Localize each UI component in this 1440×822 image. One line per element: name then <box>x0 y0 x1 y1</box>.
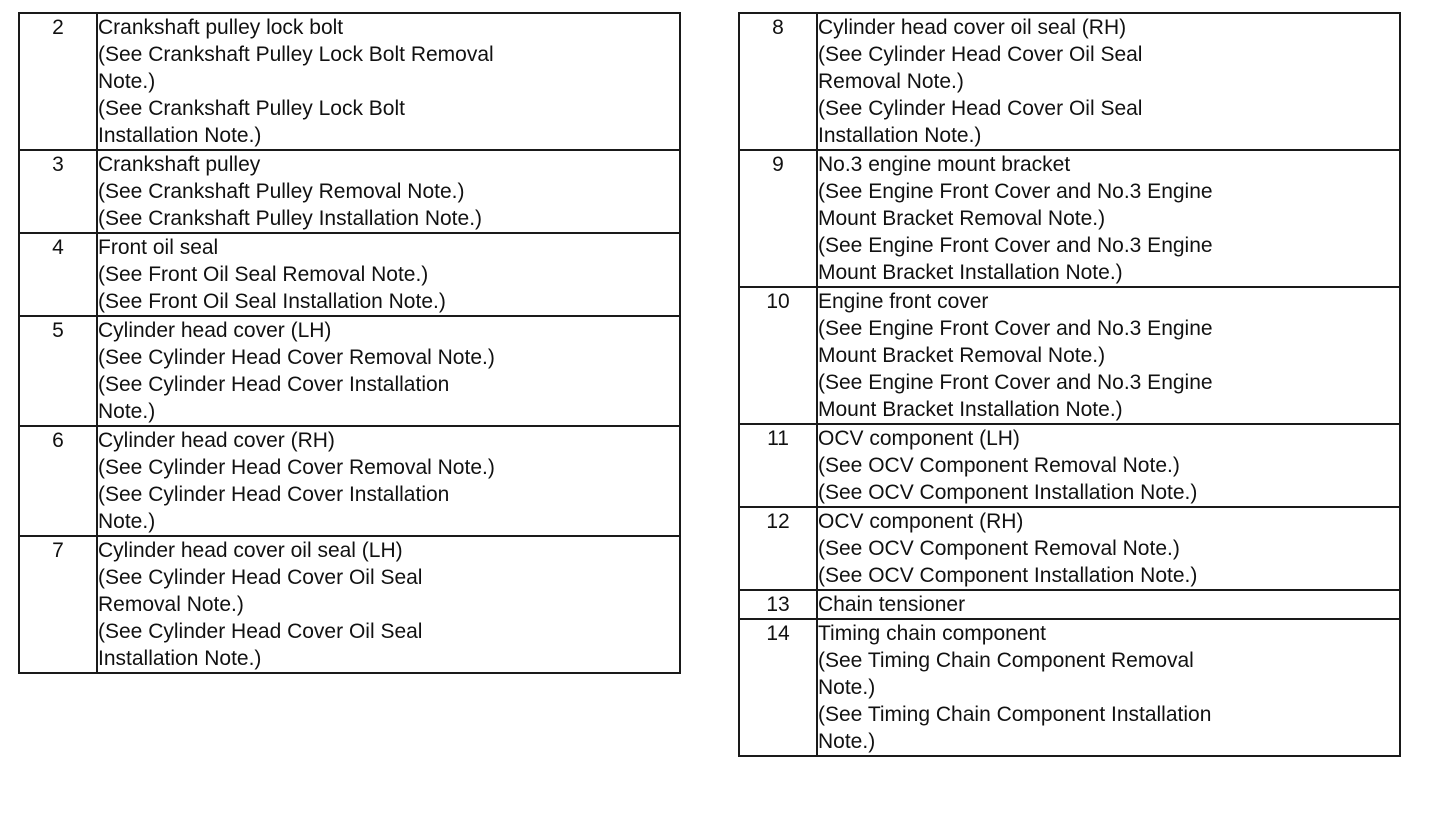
part-name: Engine front cover <box>818 290 989 313</box>
part-name: No.3 engine mount bracket <box>818 153 1071 176</box>
part-name: Cylinder head cover (RH) <box>98 429 335 452</box>
procedure-note: Removal Note.) <box>98 593 244 616</box>
procedure-note: (See OCV Component Removal Note.) <box>818 537 1180 560</box>
procedure-note: Removal Note.) <box>818 70 964 93</box>
procedure-note: (See Cylinder Head Cover Installation <box>98 373 450 396</box>
procedure-note: Note.) <box>818 730 876 753</box>
procedure-note: (See Crankshaft Pulley Installation Note… <box>98 207 483 230</box>
item-description: Cylinder head cover (RH) (See Cylinder He… <box>96 425 681 537</box>
item-description: Crankshaft pulley lock bolt (See Cranksha… <box>96 12 681 151</box>
part-name: Timing chain component <box>818 622 1047 645</box>
part-name: OCV component (RH) <box>818 510 1024 533</box>
part-name: OCV component (LH) <box>818 427 1020 450</box>
item-number: 8 <box>738 12 818 151</box>
procedure-note: (See Front Oil Seal Installation Note.) <box>98 290 446 313</box>
item-number: 9 <box>738 149 818 288</box>
part-name: Crankshaft pulley lock bolt <box>98 16 344 39</box>
procedure-note: Installation Note.) <box>98 124 262 147</box>
procedure-note: (See Cylinder Head Cover Installation <box>98 483 450 506</box>
procedure-note: Note.) <box>98 400 156 423</box>
item-description: No.3 engine mount bracket (See Engine Fro… <box>816 149 1401 288</box>
part-name: Front oil seal <box>98 236 219 259</box>
procedure-note: (See Crankshaft Pulley Lock Bolt Removal <box>98 43 494 66</box>
item-number: 11 <box>738 423 818 508</box>
item-number: 2 <box>18 12 98 151</box>
procedure-note: (See Engine Front Cover and No.3 Engine <box>818 317 1213 340</box>
item-number: 12 <box>738 506 818 591</box>
procedure-note: (See Cylinder Head Cover Removal Note.) <box>98 456 495 479</box>
item-description: Timing chain component (See Timing Chain … <box>816 618 1401 757</box>
item-description: Chain tensioner <box>816 589 1401 620</box>
procedure-note: (See Timing Chain Component Installation <box>818 703 1212 726</box>
item-description: Cylinder head cover oil seal (RH) (See Cy… <box>816 12 1401 151</box>
procedure-note: (See Cylinder Head Cover Oil Seal <box>98 566 423 589</box>
item-number: 6 <box>18 425 98 537</box>
procedure-note: (See Cylinder Head Cover Oil Seal <box>818 97 1143 120</box>
procedure-note: Mount Bracket Installation Note.) <box>818 398 1123 421</box>
part-name: Crankshaft pulley <box>98 153 261 176</box>
item-description: OCV component (LH) (See OCV Component Rem… <box>816 423 1401 508</box>
procedure-note: (See Engine Front Cover and No.3 Engine <box>818 234 1213 257</box>
item-description: Engine front cover (See Engine Front Cove… <box>816 286 1401 425</box>
part-name: Chain tensioner <box>818 593 966 616</box>
procedure-note: (See Front Oil Seal Removal Note.) <box>98 263 429 286</box>
procedure-note: Mount Bracket Installation Note.) <box>818 261 1123 284</box>
item-number: 10 <box>738 286 818 425</box>
procedure-note: (See Cylinder Head Cover Removal Note.) <box>98 346 495 369</box>
item-description: Cylinder head cover (LH) (See Cylinder He… <box>96 315 681 427</box>
part-name: Cylinder head cover (LH) <box>98 319 332 342</box>
item-number: 3 <box>18 149 98 234</box>
procedure-note: Installation Note.) <box>98 647 262 670</box>
procedure-note: Mount Bracket Removal Note.) <box>818 344 1106 367</box>
part-name: Cylinder head cover oil seal (RH) <box>818 16 1127 39</box>
part-name: Cylinder head cover oil seal (LH) <box>98 539 403 562</box>
procedure-note: (See Timing Chain Component Removal <box>818 649 1194 672</box>
item-description: Crankshaft pulley (See Crankshaft Pulley … <box>96 149 681 234</box>
procedure-note: (See Engine Front Cover and No.3 Engine <box>818 180 1213 203</box>
procedure-note: Note.) <box>98 70 156 93</box>
item-description: Cylinder head cover oil seal (LH) (See Cy… <box>96 535 681 674</box>
procedure-note: (See Crankshaft Pulley Removal Note.) <box>98 180 465 203</box>
procedure-note: (See Cylinder Head Cover Oil Seal <box>98 620 423 643</box>
item-number: 4 <box>18 232 98 317</box>
procedure-note: (See Engine Front Cover and No.3 Engine <box>818 371 1213 394</box>
procedure-note: (See OCV Component Removal Note.) <box>818 454 1180 477</box>
procedure-note: Mount Bracket Removal Note.) <box>818 207 1106 230</box>
procedure-note: (See Cylinder Head Cover Oil Seal <box>818 43 1143 66</box>
item-description: Front oil seal (See Front Oil Seal Remova… <box>96 232 681 317</box>
procedure-note: Note.) <box>818 676 876 699</box>
procedure-note: Installation Note.) <box>818 124 982 147</box>
item-number: 13 <box>738 589 818 620</box>
procedure-note: (See OCV Component Installation Note.) <box>818 481 1198 504</box>
procedure-note: (See Crankshaft Pulley Lock Bolt <box>98 97 405 120</box>
procedure-note: Note.) <box>98 510 156 533</box>
item-number: 7 <box>18 535 98 674</box>
item-number: 14 <box>738 618 818 757</box>
item-description: OCV component (RH) (See OCV Component Rem… <box>816 506 1401 591</box>
procedure-note: (See OCV Component Installation Note.) <box>818 564 1198 587</box>
item-number: 5 <box>18 315 98 427</box>
